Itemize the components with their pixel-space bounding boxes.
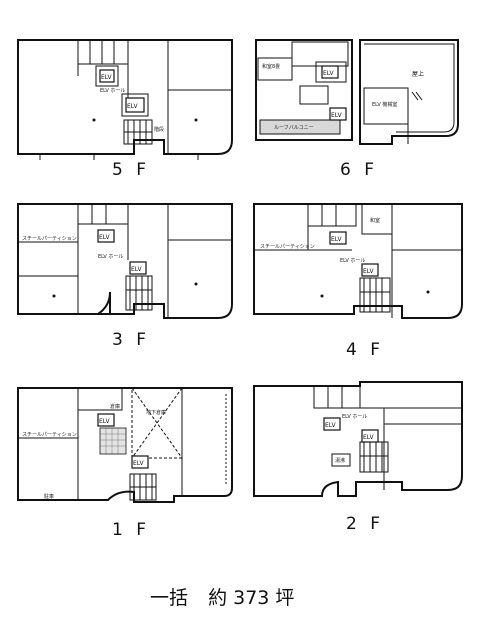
room-label: ELV <box>325 422 336 429</box>
floor-label-5f: 5 F <box>112 160 150 180</box>
room-label: ELV 機械室 <box>372 101 397 108</box>
room-label: ELV <box>131 266 142 273</box>
room-label: ELV <box>101 74 112 81</box>
floor-plan-4f-drawing: 和室 ELV ELV ELV ホール スチールパーティション <box>253 203 463 319</box>
room-label: 和室8畳 <box>262 63 280 70</box>
floor-plan-3f: ELV ELV ELV ホール スチールパーティション <box>14 200 236 326</box>
room-label: ELV <box>99 234 110 241</box>
room-label: スチールパーティション <box>22 432 77 438</box>
room-label: ELV <box>331 112 342 119</box>
room-label: 屋上 <box>412 70 424 78</box>
room-label: ELV <box>99 418 110 425</box>
summary-scope: 一括 <box>150 587 189 609</box>
room-label: 湯沸 <box>335 457 345 464</box>
room-label: 和室 <box>370 217 380 224</box>
room-label: ELV <box>363 434 374 441</box>
floor-plan-6f-drawing: 和室8畳 屋上 ELV ELV ELV 機械室 ルーフバルコニー <box>255 39 459 145</box>
floor-plan-4f: 和室 ELV ELV ELV ホール スチールパーティション <box>252 200 468 326</box>
room-label: ELV <box>133 460 144 467</box>
floor-plan-1f-drawing: 倉庫 地下倉庫 ELV ELV 駐車 スチールパーティション <box>17 387 233 503</box>
area-summary: 一括 約 373 坪 <box>150 583 350 610</box>
room-label: ELV <box>323 70 334 77</box>
floor-plan-5f-drawing: ELV ELV ELV ホール 階段 <box>17 39 233 160</box>
floor-label-1f: 1 F <box>112 520 150 540</box>
floor-label-3f: 3 F <box>112 330 150 350</box>
floor-plan-3f-drawing: ELV ELV ELV ホール スチールパーティション <box>17 203 233 319</box>
room-label: ルーフバルコニー <box>274 125 314 131</box>
room-label: ELV <box>127 103 138 110</box>
floor-label-6f: 6 F <box>340 160 378 180</box>
room-label: ELV <box>331 236 342 243</box>
room-label: ELV ホール <box>98 254 123 260</box>
room-label: 倉庫 <box>110 403 120 410</box>
floor-label-2f: 2 F <box>346 514 384 534</box>
room-label: 駐車 <box>44 493 54 500</box>
room-label: ELV ホール <box>340 258 365 264</box>
room-label: ELV <box>363 268 374 275</box>
room-label: ELV ホール <box>342 414 367 420</box>
floor-plan-2f: ELV ELV ELV ホール 湯沸 <box>252 378 468 502</box>
floor-plan-2f-drawing: ELV ELV ELV ホール 湯沸 <box>253 381 463 497</box>
floor-plan-6f: 和室8畳 屋上 ELV ELV ELV 機械室 ルーフバルコニー <box>252 36 470 160</box>
floor-plan-1f: 倉庫 地下倉庫 ELV ELV 駐車 スチールパーティション <box>14 384 236 512</box>
floor-plan-5f: ELV ELV ELV ホール 階段 <box>14 36 236 160</box>
room-label: スチールパーティション <box>22 236 77 242</box>
room-label: スチールパーティション <box>260 244 315 250</box>
room-label: ELV ホール <box>100 88 125 94</box>
room-label: 階段 <box>154 126 164 133</box>
floor-label-4f: 4 F <box>346 340 384 360</box>
room-label: 地下倉庫 <box>146 409 166 416</box>
summary-area: 約 373 坪 <box>208 587 295 609</box>
